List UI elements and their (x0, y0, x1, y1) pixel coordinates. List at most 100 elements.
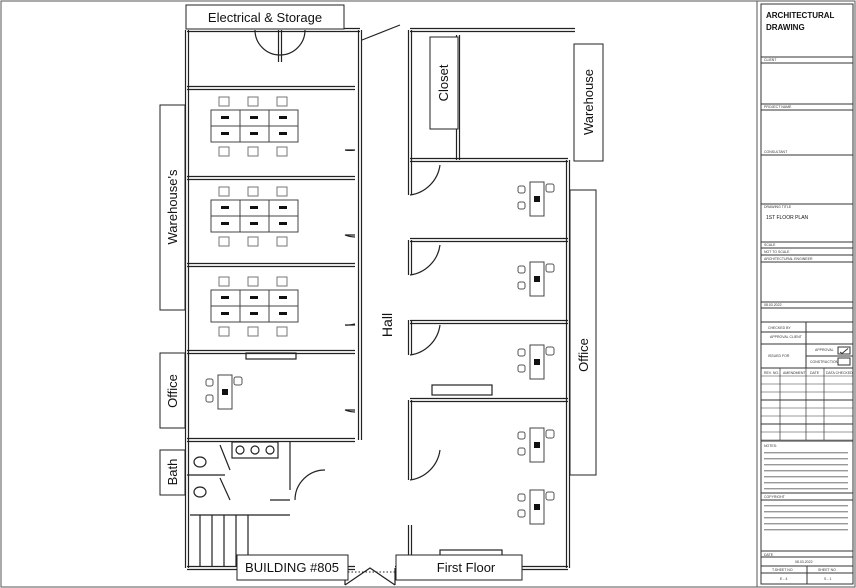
svg-text:BUILDING #805: BUILDING #805 (245, 560, 339, 575)
wall (407, 240, 413, 275)
computer (221, 296, 229, 299)
svg-text:1ST FLOOR PLAN: 1ST FLOOR PLAN (766, 215, 809, 221)
fine-print-line (764, 482, 848, 484)
computer (221, 132, 229, 135)
partition (187, 262, 355, 268)
fine-print-line (764, 464, 848, 466)
chair (218, 276, 230, 287)
computer (534, 196, 540, 202)
svg-text:08.03.2022: 08.03.2022 (795, 560, 813, 564)
workstation-cluster (210, 276, 299, 337)
computer (250, 206, 258, 209)
chair (247, 146, 259, 157)
office-desk (517, 489, 555, 525)
outer-wall-left (184, 30, 190, 568)
sink (250, 445, 260, 455)
workstation-cluster (210, 186, 299, 247)
chair (545, 183, 555, 193)
svg-text:NOTES:: NOTES: (764, 444, 777, 448)
counter (431, 384, 493, 396)
vanity (231, 441, 279, 459)
sink (235, 445, 245, 455)
door-left-room (344, 234, 356, 238)
electrical-partition (277, 30, 283, 62)
fine-print-line (764, 452, 848, 454)
svg-text:CLIENT: CLIENT (764, 58, 777, 62)
outer-wall-top-right (410, 27, 575, 33)
computer (221, 312, 229, 315)
chair (205, 394, 214, 403)
svg-text:Bath: Bath (165, 459, 180, 486)
svg-text:ISSUED FOR: ISSUED FOR (768, 354, 790, 358)
chair (276, 146, 288, 157)
fine-print-line (764, 505, 848, 507)
svg-text:SHEET NO: SHEET NO (818, 568, 836, 572)
svg-text:CONSULTANT: CONSULTANT (764, 150, 788, 154)
computer (534, 504, 540, 510)
svg-text:Warehouse: Warehouse (581, 69, 596, 135)
chair (218, 236, 230, 247)
computer (250, 296, 258, 299)
check-icon (839, 348, 849, 355)
wall (187, 437, 355, 443)
door-right-office (409, 244, 441, 276)
computer (279, 296, 287, 299)
svg-text:DATE: DATE (764, 553, 774, 557)
walls (184, 24, 575, 586)
chair (218, 326, 230, 337)
fine-print-line (764, 476, 848, 478)
computer (221, 222, 229, 225)
door-left-room (344, 323, 356, 326)
partition (187, 85, 355, 91)
svg-text:E - 4: E - 4 (780, 577, 787, 581)
chair (276, 326, 288, 337)
chair (517, 431, 526, 440)
chair (247, 236, 259, 247)
chair (517, 509, 526, 518)
title-line1: ARCHITECTURAL (766, 11, 835, 20)
door-right-office (409, 164, 441, 196)
computer (279, 206, 287, 209)
chair (517, 447, 526, 456)
chair (517, 201, 526, 210)
door-left-room (344, 409, 356, 413)
chair (276, 186, 288, 197)
office-desk (205, 374, 243, 410)
fine-print-line (764, 511, 848, 513)
svg-text:CHECKED BY: CHECKED BY (768, 326, 791, 330)
label-hall: Hall (379, 313, 395, 337)
label-building: BUILDING #805 (236, 554, 349, 581)
fine-print-line (764, 470, 848, 472)
svg-text:Office: Office (165, 374, 180, 408)
label-bath: Bath (159, 449, 186, 496)
label-warehouse-right: Warehouse (573, 43, 604, 162)
svg-text:Hall: Hall (379, 313, 395, 337)
wall (407, 400, 413, 480)
computer (279, 116, 287, 119)
office-desk (517, 344, 555, 380)
door-electrical-right (279, 29, 306, 56)
computer (250, 116, 258, 119)
svg-text:08.03.2022: 08.03.2022 (764, 303, 782, 307)
computer (534, 359, 540, 365)
computer (222, 389, 228, 395)
svg-text:Warehouse's: Warehouse's (165, 169, 180, 244)
chair (247, 96, 259, 107)
chair (517, 185, 526, 194)
office-desk (517, 427, 555, 463)
chair (276, 236, 288, 247)
chair (218, 186, 230, 197)
svg-text:REV. NO.: REV. NO. (764, 371, 779, 375)
computer (279, 312, 287, 315)
label-office-left: Office (159, 352, 186, 429)
computer (221, 206, 229, 209)
fine-print-line (764, 529, 848, 531)
svg-text:ARCHITECTURAL ENGINEER: ARCHITECTURAL ENGINEER (764, 257, 813, 261)
door-hall-top (361, 24, 401, 41)
chair (276, 276, 288, 287)
chair (247, 186, 259, 197)
counter (245, 352, 297, 360)
svg-text:APPROVAL CLIENT: APPROVAL CLIENT (770, 335, 803, 339)
computer (250, 312, 258, 315)
